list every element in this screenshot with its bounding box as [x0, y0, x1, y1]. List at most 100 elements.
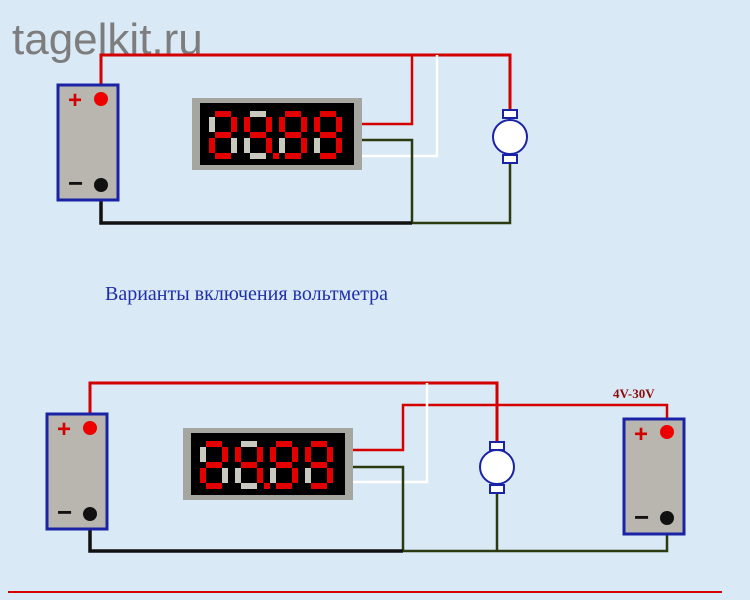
motor-brush [502, 154, 518, 164]
digit-segment [292, 468, 298, 483]
battery-negative-terminal [83, 507, 97, 521]
digit-segment [209, 117, 215, 132]
digit-segment [257, 447, 263, 462]
battery-plus-sign: + [634, 421, 648, 448]
digit-segment [241, 462, 257, 468]
motor-body [479, 449, 515, 485]
digit-segment [266, 117, 272, 132]
voltmeter-readout [200, 441, 333, 489]
motor-brush [502, 109, 518, 119]
digit-segment [305, 447, 311, 462]
site-watermark: tagelkit.ru [12, 15, 203, 64]
digit-segment [279, 138, 285, 153]
digit-segment [327, 468, 333, 483]
positive-wire [352, 403, 669, 452]
digit-segment [209, 138, 215, 153]
digit-segment [327, 447, 333, 462]
seven-segment-digit [279, 111, 307, 159]
digit-segment [336, 117, 342, 132]
circuit-top: + − [56, 53, 528, 225]
digit-segment [215, 153, 231, 159]
signal-wire [360, 55, 439, 158]
signal-wire [352, 383, 429, 484]
motor-brush [489, 484, 505, 494]
battery-minus-sign: − [634, 502, 649, 532]
seven-segment-digit [314, 111, 342, 159]
digit-segment [266, 138, 272, 153]
digit-segment [215, 111, 231, 117]
battery-positive-terminal [83, 421, 97, 435]
seven-segment-digit [270, 441, 298, 489]
digit-segment [206, 483, 222, 489]
battery [56, 83, 120, 202]
digit-segment [320, 132, 336, 138]
digit-segment [314, 117, 320, 132]
digit-segment [311, 441, 327, 447]
ground-wire [412, 163, 512, 225]
digit-segment [257, 468, 263, 483]
positive-wire [99, 53, 512, 112]
digit-segment [285, 132, 301, 138]
digit-segment [311, 483, 327, 489]
battery-plus-sign: + [57, 416, 71, 443]
seven-segment-digit [209, 111, 237, 159]
circuit-bottom: + − 4V-30V + − [45, 381, 686, 553]
digit-segment [270, 468, 276, 483]
ground-wire [360, 138, 414, 223]
seven-segment-digit [235, 441, 263, 489]
digit-segment [206, 462, 222, 468]
digit-segment [215, 132, 231, 138]
digit-segment [250, 132, 266, 138]
voltmeter-readout [209, 111, 342, 159]
digit-segment [311, 462, 327, 468]
digit-segment [276, 441, 292, 447]
digit-segment [279, 117, 285, 132]
positive-wire [360, 55, 414, 126]
seven-segment-digit [200, 441, 228, 489]
supply-battery [622, 417, 686, 536]
digit-segment [222, 468, 228, 483]
digit-segment [285, 111, 301, 117]
digit-segment [200, 468, 206, 483]
digit-segment [241, 483, 257, 489]
negative-wire [99, 185, 412, 225]
supply-voltage-label: 4V-30V [613, 386, 655, 401]
digit-segment [301, 117, 307, 132]
digit-segment [314, 138, 320, 153]
seven-segment-digit [305, 441, 333, 489]
digit-segment [305, 468, 311, 483]
digit-segment [231, 117, 237, 132]
digit-segment [320, 111, 336, 117]
digit-segment [276, 483, 292, 489]
digit-segment [320, 153, 336, 159]
digit-segment [250, 111, 266, 117]
decimal-point [264, 483, 270, 489]
digit-segment [235, 468, 241, 483]
decimal-point [273, 153, 279, 159]
battery-positive-terminal [660, 425, 674, 439]
battery-plus-sign: + [68, 87, 82, 114]
battery-minus-sign: − [57, 497, 72, 527]
motor [479, 441, 515, 494]
digit-segment [244, 117, 250, 132]
motor-body [492, 119, 528, 155]
digit-segment [200, 447, 206, 462]
motor [492, 109, 528, 164]
digit-segment [276, 462, 292, 468]
digit-segment [206, 441, 222, 447]
digit-segment [241, 441, 257, 447]
battery [45, 412, 109, 531]
battery-positive-terminal [94, 92, 108, 106]
digit-segment [244, 138, 250, 153]
negative-wire [88, 514, 403, 553]
digit-segment [222, 447, 228, 462]
digit-segment [292, 447, 298, 462]
seven-segment-digit [244, 111, 272, 159]
digit-segment [235, 447, 241, 462]
battery-minus-sign: − [68, 168, 83, 198]
digit-segment [301, 138, 307, 153]
battery-negative-terminal [660, 511, 674, 525]
positive-wire [88, 381, 499, 444]
